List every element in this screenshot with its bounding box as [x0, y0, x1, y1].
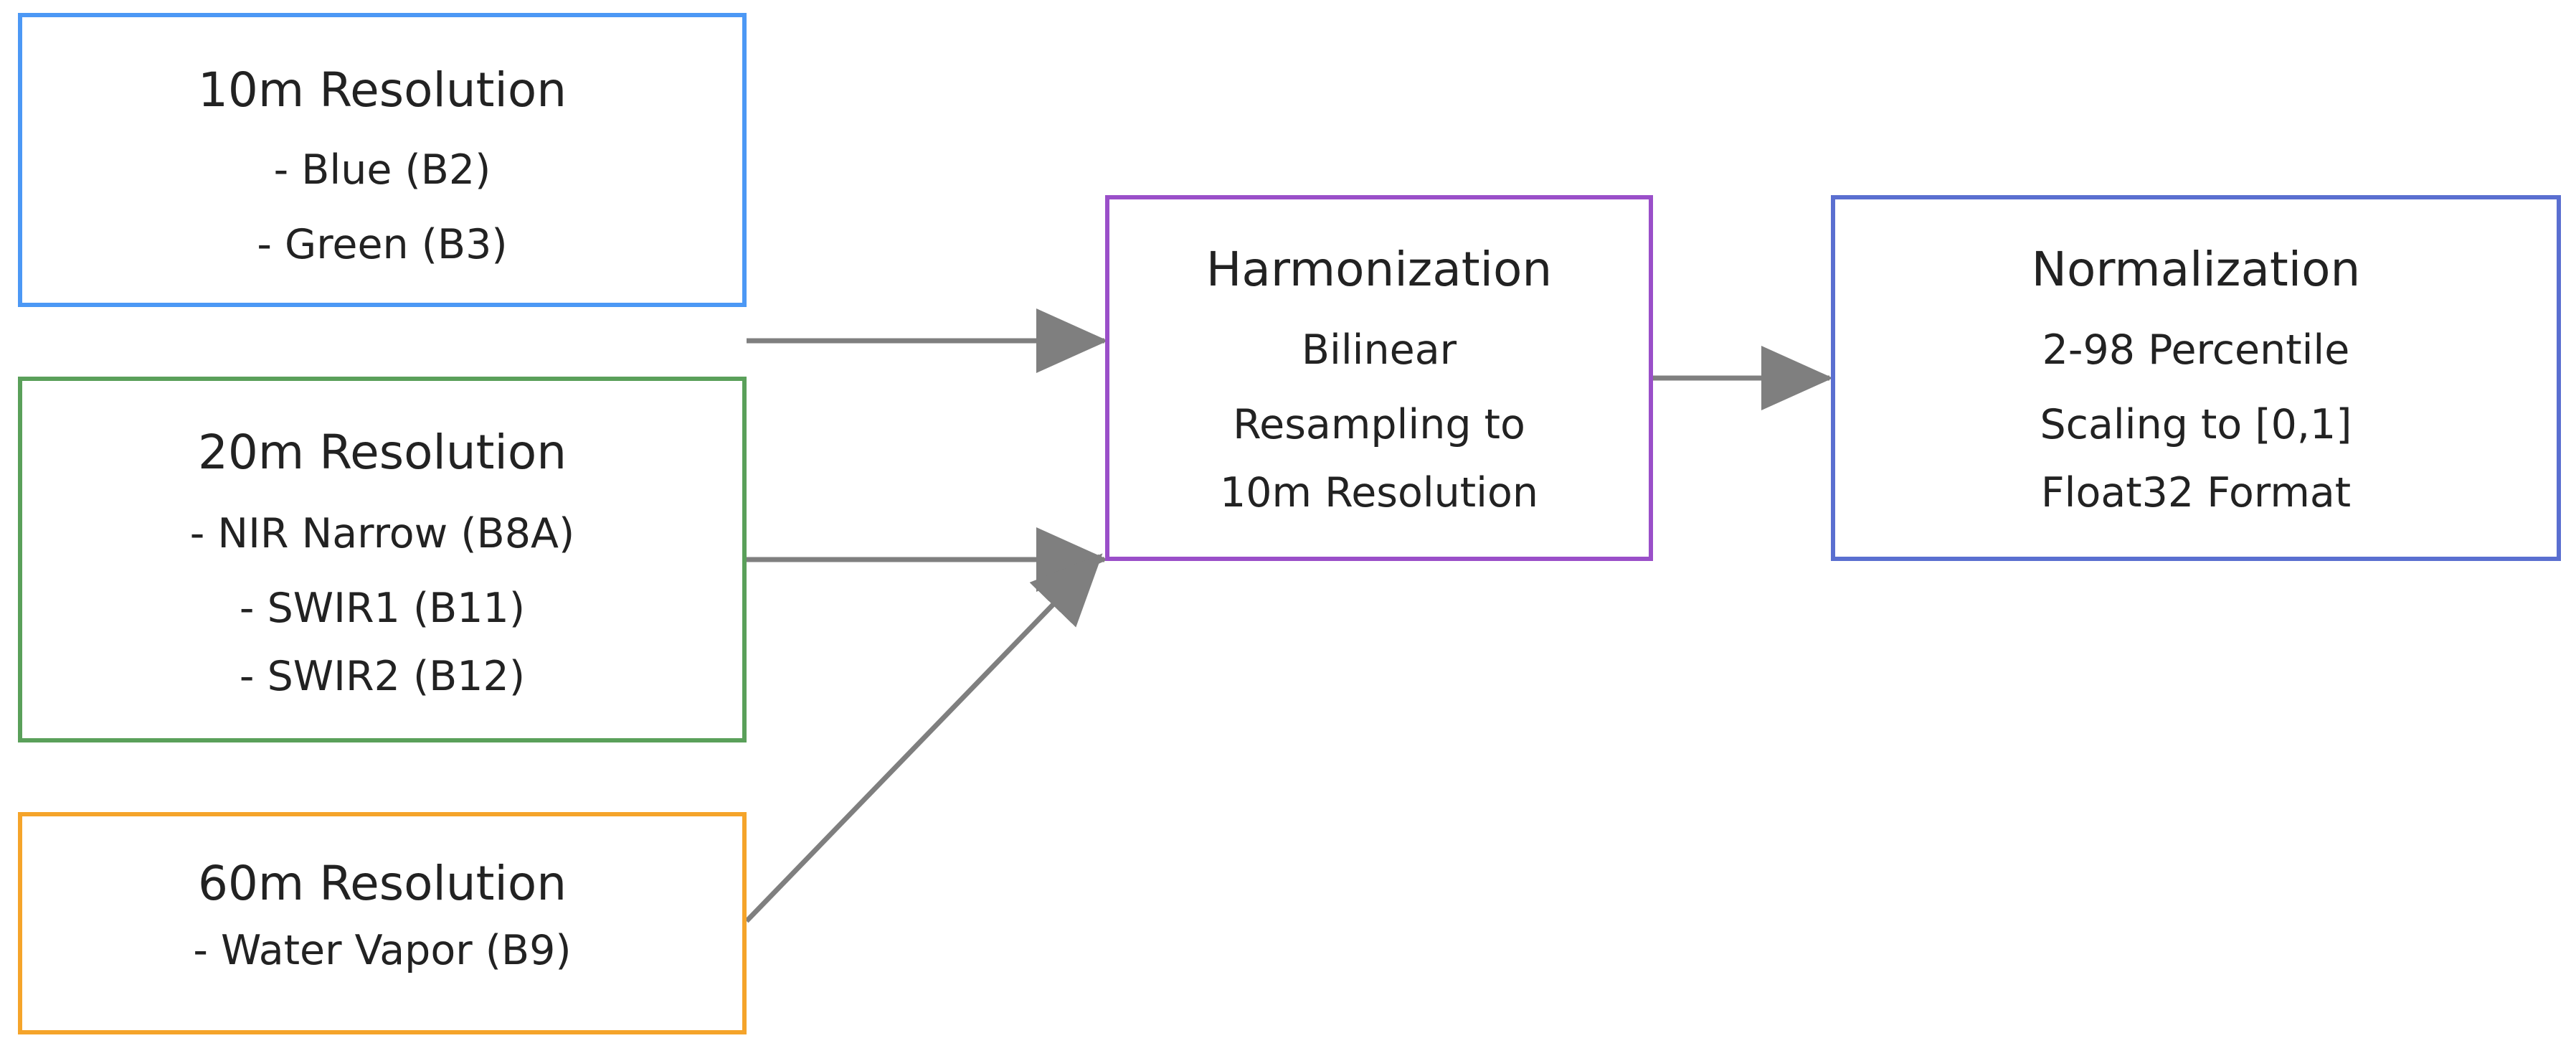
node-line: 2-98 Percentile: [2042, 326, 2350, 374]
node-line: - Green (B3): [257, 221, 508, 268]
node-harmonization: Harmonization Bilinear Resampling to 10m…: [1105, 195, 1653, 561]
arrow-res60-to-harmonization: [744, 553, 1103, 923]
node-line: - SWIR1 (B11): [239, 585, 526, 632]
node-normalization: Normalization 2-98 Percentile Scaling to…: [1831, 195, 2561, 561]
node-title: Normalization: [2031, 242, 2361, 297]
node-title: Harmonization: [1206, 242, 1553, 297]
node-line: - NIR Narrow (B8A): [189, 510, 575, 557]
node-line: Resampling to: [1233, 401, 1525, 448]
node-10m-resolution: 10m Resolution - Blue (B2) - Green (B3): [18, 13, 747, 307]
node-line: Scaling to [0,1]: [2040, 401, 2352, 448]
node-20m-resolution: 20m Resolution - NIR Narrow (B8A) - SWIR…: [18, 377, 747, 742]
node-line: Float32 Format: [2040, 469, 2352, 517]
node-line: - Water Vapor (B9): [193, 927, 572, 974]
node-60m-resolution: 60m Resolution - Water Vapor (B9): [18, 812, 747, 1034]
node-line: 10m Resolution: [1219, 469, 1538, 517]
node-title: 60m Resolution: [197, 856, 567, 911]
node-line: - Blue (B2): [273, 146, 491, 194]
node-line: Bilinear: [1301, 326, 1457, 374]
node-line: - SWIR2 (B12): [239, 653, 526, 700]
node-title: 10m Resolution: [197, 62, 567, 118]
node-title: 20m Resolution: [197, 425, 567, 480]
